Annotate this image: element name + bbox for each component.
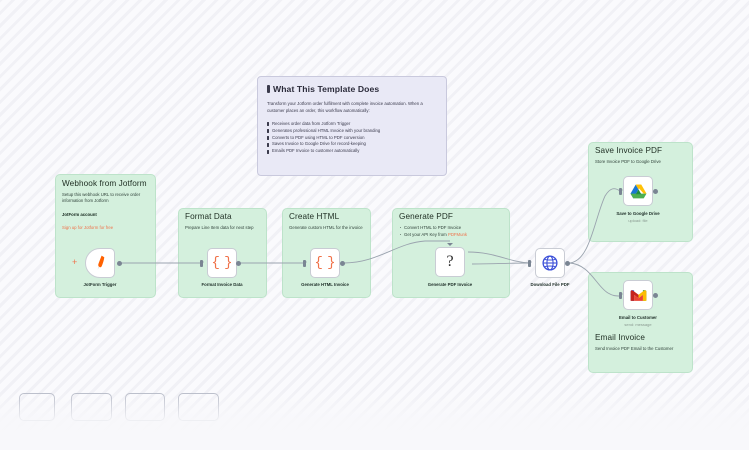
link-signup-jotform[interactable]: Sign up for Jotform for free [62, 225, 114, 230]
port-in-generate-pdf-invoice[interactable] [447, 243, 453, 246]
bottom-card[interactable] [71, 393, 112, 421]
list-item: Generates professional HTML Invoice with… [267, 128, 437, 135]
bottom-fade-overlay [0, 392, 749, 450]
group-title-format-data: Format Data [185, 212, 232, 221]
node-email-to-customer[interactable] [623, 280, 653, 310]
node-caption-save-to-google-drive: Save to Google Drive [616, 211, 660, 216]
node-caption-format-invoice-data: Format Invoice Data [201, 282, 243, 287]
port-out-download-file-pdf[interactable] [565, 260, 570, 266]
group-subtitle-email-invoice: Send Invoice PDF Email to the Customer [595, 346, 674, 351]
group-bullets-generate-pdf: Convert HTML to PDF Invoice Get your API… [399, 224, 467, 238]
list-item: Saves Invoice to Google Drive for record… [267, 141, 437, 148]
list-item: Converts to PDF using HTML to PDF conver… [267, 135, 437, 142]
code-braces-icon: { } [211, 255, 233, 271]
node-caption-download-file-pdf: Download File PDF [530, 282, 570, 287]
node-download-file-pdf[interactable] [535, 248, 565, 278]
sticky-note-template-info[interactable]: What This Template Does Transform your J… [257, 76, 447, 176]
group-title-generate-pdf: Generate PDF [399, 212, 453, 221]
group-title-webhook: Webhook from Jotform [62, 179, 147, 188]
jotform-flame-icon [97, 255, 104, 270]
node-subcaption-email-to-customer: send: message [624, 322, 652, 327]
port-in-save-to-google-drive[interactable] [619, 187, 623, 195]
list-item: Receives order data from Jotform Trigger [267, 121, 437, 128]
bullet-glyph-icon [267, 85, 270, 93]
code-braces-icon: { } [314, 255, 336, 271]
sticky-note-paragraph: Transform your Jotform order fulfilment … [267, 101, 423, 113]
google-drive-icon [630, 184, 646, 198]
port-out-email-to-customer[interactable] [653, 292, 658, 298]
node-subcaption-save-to-google-drive: upload: file [628, 218, 648, 223]
port-in-generate-html-invoice[interactable] [303, 259, 307, 267]
port-in-email-to-customer[interactable] [619, 291, 623, 299]
port-out-save-to-google-drive[interactable] [653, 188, 658, 194]
globe-icon [542, 255, 558, 271]
list-item: Get your API Key from PDFMunk [399, 231, 467, 238]
bottom-card[interactable] [125, 393, 165, 421]
node-caption-generate-html-invoice: Generate HTML Invoice [301, 282, 349, 287]
port-out-generate-html-invoice[interactable] [340, 260, 345, 266]
bottom-card[interactable] [19, 393, 55, 421]
node-generate-html-invoice[interactable]: { } [310, 248, 340, 278]
group-subtitle-create-html: Generate custom HTML for the invoice [289, 225, 363, 230]
sticky-note-title: What This Template Does [267, 84, 437, 94]
list-item: Convert HTML to PDF Invoice [399, 224, 467, 231]
group-subtitle-webhook: Setup this webhook URL to receive order … [62, 192, 141, 204]
node-caption-email-to-customer: Email to Customer [619, 315, 657, 320]
port-out-jotform-trigger[interactable] [117, 260, 122, 266]
group-subtitle-format-data: Prepare Line Item data for next step [185, 225, 254, 230]
gmail-icon [630, 289, 646, 301]
node-save-to-google-drive[interactable] [623, 176, 653, 206]
node-caption-jotform-trigger: JotForm Trigger [83, 282, 117, 287]
node-format-invoice-data[interactable]: { } [207, 248, 237, 278]
port-in-download-file-pdf[interactable] [528, 259, 532, 267]
node-caption-generate-pdf-invoice: Generate PDF Invoice [427, 282, 473, 287]
group-field-label-jotform-account: JotForm account [62, 212, 97, 217]
link-pdfmunk[interactable]: PDFMunk [447, 232, 468, 238]
list-item: Emails PDF Invoice to customer automatic… [267, 148, 437, 155]
group-title-save-invoice-pdf: Save Invoice PDF [595, 146, 663, 155]
sticky-note-list: Receives order data from Jotform Trigger… [267, 121, 437, 156]
group-subtitle-save-invoice-pdf: Store Invoice PDF to Google Drive [595, 159, 661, 164]
node-jotform-trigger[interactable] [85, 248, 115, 278]
group-title-create-html: Create HTML [289, 212, 340, 221]
bottom-card[interactable] [178, 393, 219, 421]
node-generate-pdf-invoice[interactable]: ? [435, 247, 465, 277]
port-out-format-invoice-data[interactable] [236, 260, 241, 266]
add-node-plus-icon[interactable]: + [72, 257, 78, 267]
question-mark-icon: ? [446, 253, 454, 270]
port-in-format-invoice-data[interactable] [200, 259, 204, 267]
group-title-email-invoice: Email Invoice [595, 333, 645, 342]
